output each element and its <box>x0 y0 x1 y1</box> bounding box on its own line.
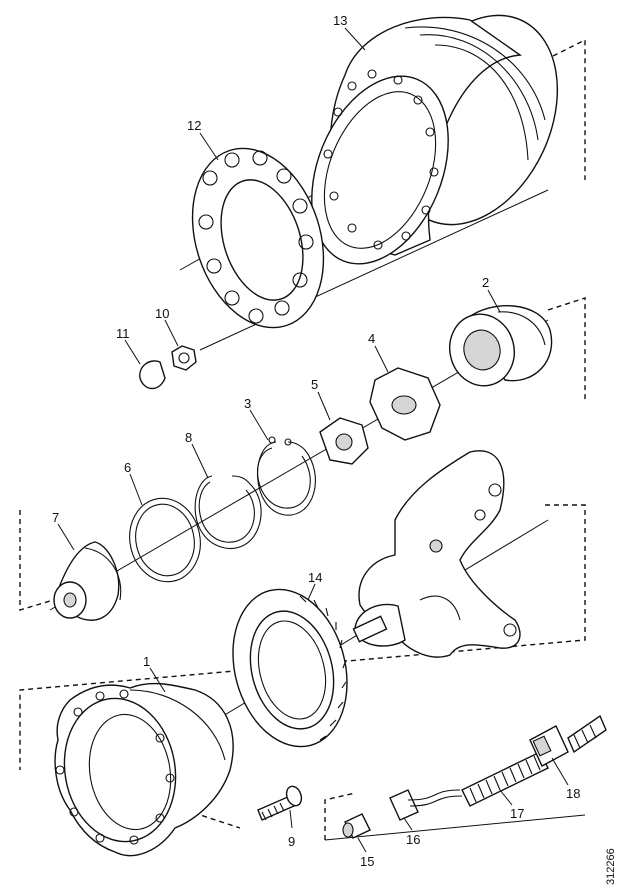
callout-labels: 13 12 2 4 5 3 8 6 7 10 11 14 1 9 15 16 1… <box>52 13 580 869</box>
part-15-sensor-bushing <box>342 813 371 839</box>
callout-16: 16 <box>406 832 420 847</box>
part-2-bearing <box>449 305 553 387</box>
callout-9: 9 <box>288 834 295 849</box>
callout-17: 17 <box>510 806 524 821</box>
part-7-seal <box>53 541 122 621</box>
assembly-frames <box>19 38 586 841</box>
callout-7: 7 <box>52 510 59 525</box>
callout-6: 6 <box>124 460 131 475</box>
part-4-lock-washer <box>369 367 441 441</box>
part-10-nut <box>171 345 197 371</box>
callout-18: 18 <box>566 786 580 801</box>
part-11-cap-nut <box>139 360 166 390</box>
leader-lines <box>57 27 569 853</box>
callout-13: 13 <box>333 13 347 28</box>
part-3-snap-ring <box>257 436 316 516</box>
callout-15: 15 <box>360 854 374 869</box>
part-5-castle-nut <box>319 417 369 465</box>
callout-11: 11 <box>116 326 130 341</box>
part-14-tone-ring <box>232 588 348 748</box>
part-17-spring <box>461 751 549 807</box>
part-6-o-ring <box>129 497 201 583</box>
part-13-brake-drum <box>311 14 559 265</box>
callout-8: 8 <box>185 430 192 445</box>
document-number: 312266 <box>605 848 617 885</box>
callout-12: 12 <box>187 118 201 133</box>
callout-3: 3 <box>244 396 251 411</box>
callout-14: 14 <box>308 570 322 585</box>
part-16-abs-sensor <box>389 789 463 821</box>
callout-2: 2 <box>482 275 489 290</box>
part-8-ring <box>194 475 262 549</box>
part-18-connector <box>529 714 607 767</box>
part-12-flange-ring <box>191 147 325 329</box>
callout-5: 5 <box>311 377 318 392</box>
callout-10: 10 <box>155 306 169 321</box>
steering-knuckle <box>352 450 521 658</box>
callout-1: 1 <box>143 654 150 669</box>
part-9-bolt <box>257 785 303 821</box>
part-1-hub <box>54 682 234 857</box>
callout-4: 4 <box>368 331 375 346</box>
